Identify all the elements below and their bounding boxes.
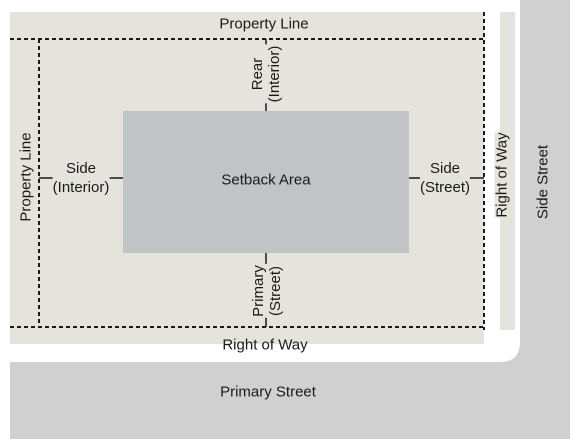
rear-label-line1: Rear xyxy=(249,57,266,91)
primary-label-line2: (Street) xyxy=(267,265,284,317)
side-interior-label-line2: (Interior) xyxy=(52,179,110,196)
primary-street-name-label: Primary Street xyxy=(220,383,316,401)
setback-area-label: Setback Area xyxy=(221,171,311,189)
setback-area-rect xyxy=(123,111,409,253)
side-interior-label-line1: Side xyxy=(65,160,97,177)
property-line-left-label: Property Line xyxy=(17,132,35,222)
side-street-label-line1: Side xyxy=(429,160,461,177)
side-street-label-line2: (Street) xyxy=(419,179,471,196)
right-of-way-bottom-strip xyxy=(10,330,484,344)
side-interior-label: Side (Interior) xyxy=(52,160,110,196)
side-street-name-label: Side Street xyxy=(534,144,552,220)
street-area xyxy=(10,0,570,439)
right-of-way-right-label: Right of Way xyxy=(493,132,511,218)
side-street-label: Side (Street) xyxy=(419,160,471,196)
primary-label-line1: Primary xyxy=(250,265,267,317)
primary-label: Primary (Street) xyxy=(250,264,284,318)
property-line-top-label: Property Line xyxy=(216,16,312,32)
right-of-way-bottom-label: Right of Way xyxy=(222,336,308,354)
rear-label: Rear (Interior) xyxy=(249,44,283,104)
rear-label-line2: (Interior) xyxy=(266,45,283,103)
